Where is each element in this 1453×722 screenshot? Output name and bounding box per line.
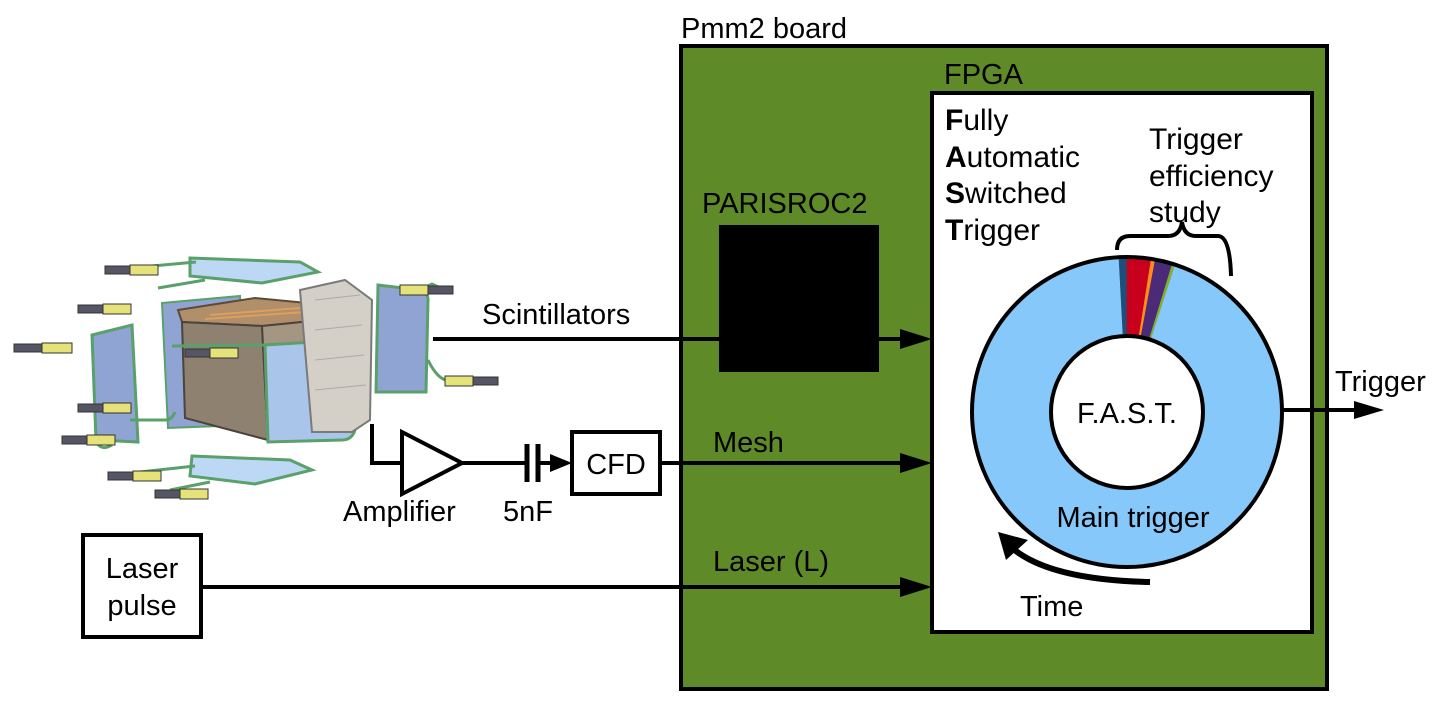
- left-scintillator-plate: [90, 323, 140, 450]
- fast-line-1: Fully: [945, 104, 1008, 137]
- mesh-wire: [370, 424, 400, 465]
- connector-5: [77, 402, 132, 414]
- chip-label: PARISROC2: [702, 188, 867, 220]
- study-line-1: Trigger: [1149, 123, 1243, 156]
- study-line-2: efficiency: [1149, 160, 1274, 193]
- laser-pulse-line-1: Laser: [106, 553, 179, 585]
- connector-9: [444, 375, 499, 387]
- fiber-connectors: [13, 264, 499, 500]
- study-brace: [1115, 221, 1233, 277]
- fast-acronym: Fully Automatic Switched Trigger: [945, 104, 1080, 247]
- laser-pulse-box: [81, 533, 203, 639]
- scintillators-arrowhead: [900, 329, 932, 349]
- connector-10: [399, 284, 454, 296]
- cfd-input-arrowhead: [550, 454, 572, 472]
- capacitor-label: 5nF: [503, 496, 553, 528]
- connector-6: [61, 434, 116, 446]
- trigger-efficiency-study-label: Trigger efficiency study: [1149, 123, 1274, 229]
- fast-line-3: Switched: [945, 177, 1067, 210]
- mesh-arrowhead: [900, 453, 932, 473]
- amplifier-symbol: [400, 428, 467, 498]
- fast-line-4: Trigger: [945, 214, 1040, 247]
- connector-3: [13, 342, 73, 354]
- connector-8: [154, 488, 209, 500]
- trigger-output-arrowhead: [1354, 401, 1384, 419]
- fpga-title: FPGA: [944, 59, 1024, 91]
- study-line-3: study: [1149, 196, 1221, 229]
- ring-center: [1049, 334, 1205, 490]
- trigger-output-label: Trigger: [1335, 366, 1426, 398]
- laser-label: Laser (L): [713, 546, 829, 578]
- parisroc2-chip: [719, 225, 879, 372]
- mesh-plate: [298, 278, 374, 433]
- connector-4: [184, 347, 239, 359]
- time-arrow: [1010, 545, 1151, 585]
- connector-2: [77, 303, 132, 315]
- connector-1: [104, 264, 159, 276]
- fast-center-label: F.A.S.T.: [1077, 398, 1177, 430]
- laser-pulse-line-2: pulse: [107, 590, 176, 622]
- mesh-label: Mesh: [713, 427, 784, 459]
- board-title: Pmm2 board: [681, 13, 847, 45]
- time-arrow-head: [998, 532, 1028, 560]
- top-scintillator-plate: [129, 256, 323, 290]
- laser-arrowhead: [900, 577, 932, 597]
- time-label: Time: [1020, 591, 1083, 623]
- scintillators-label: Scintillators: [482, 299, 630, 331]
- cfd-label: CFD: [586, 449, 646, 481]
- fast-line-2: Automatic: [945, 141, 1080, 174]
- connector-7: [107, 470, 162, 482]
- amplifier-label: Amplifier: [343, 496, 456, 528]
- bottom-scintillator-plate: [139, 454, 317, 492]
- main-trigger-label: Main trigger: [1056, 502, 1209, 534]
- detector-illustration: [13, 256, 499, 500]
